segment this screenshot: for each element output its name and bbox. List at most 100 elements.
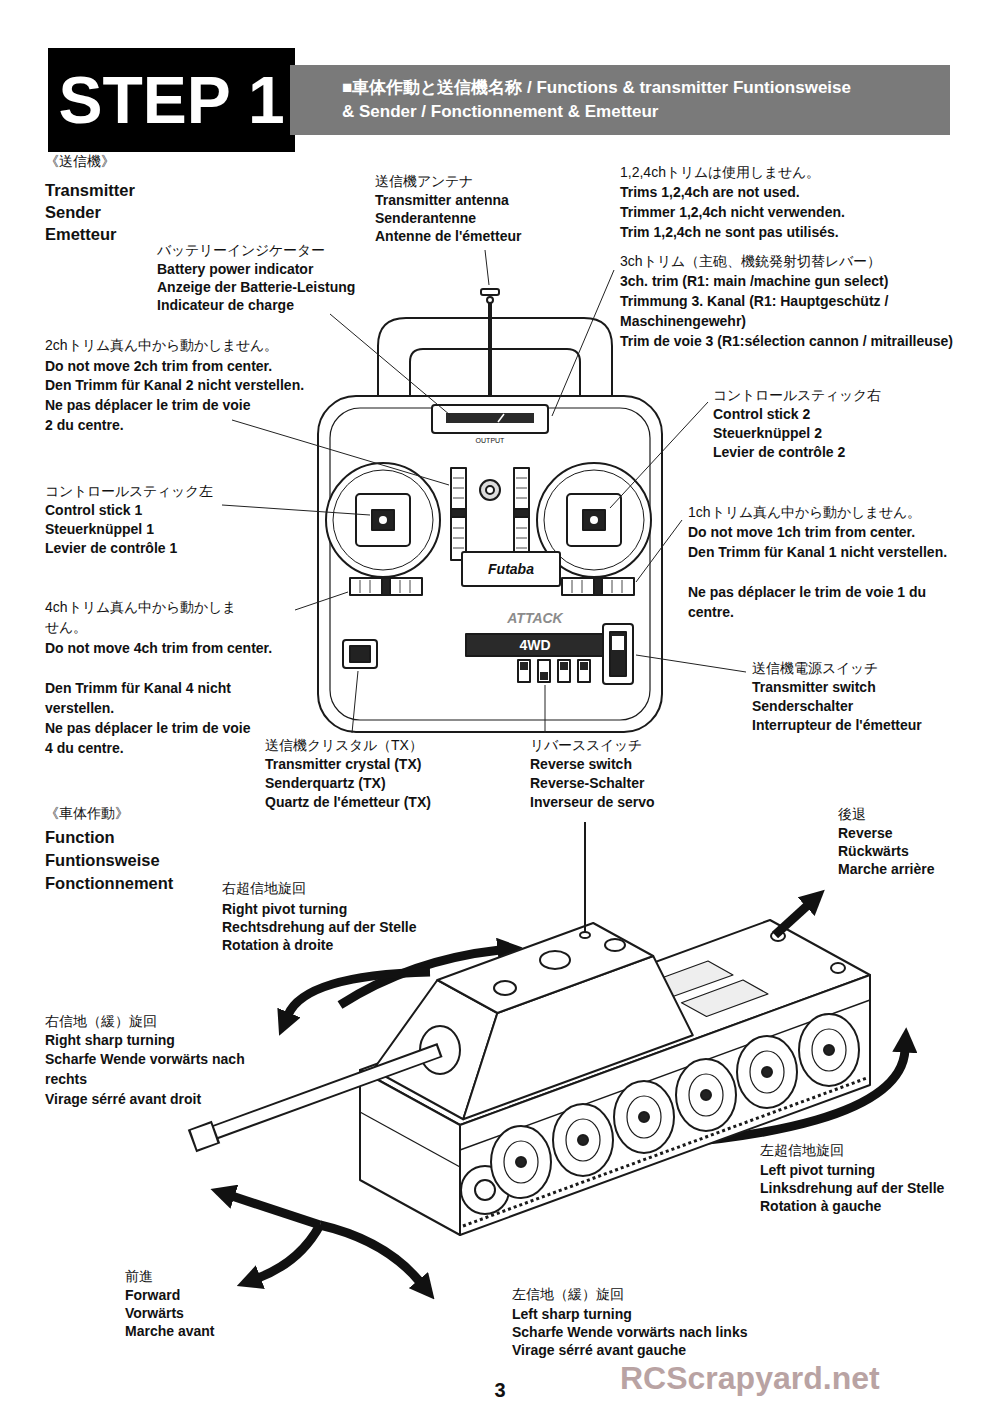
callout-text: バッテリーインジケーター	[157, 240, 392, 260]
road-wheel	[762, 1067, 772, 1077]
trim-lever	[350, 468, 634, 595]
callout-text: コントロールスティック右	[713, 385, 983, 405]
device-marking: OUTPUT	[460, 436, 520, 446]
transmitter-body	[318, 396, 662, 732]
leader-line	[232, 420, 449, 485]
drive-sprocket	[475, 1180, 495, 1200]
roof-hatch	[540, 951, 570, 969]
motion-arrow	[232, 1196, 320, 1225]
callout-text: 2chトリム真ん中から動かしません。	[45, 335, 335, 355]
road-wheel	[578, 1135, 588, 1145]
callout-text: Scharfe Wende vorwärts nach links	[512, 1322, 812, 1342]
callout-text: Ne pas déplacer le trim de voie 1 du cen…	[688, 582, 956, 622]
callout-text: Do not move 4ch trim from center.	[45, 638, 290, 658]
callout-text: Indicateur de charge	[157, 295, 392, 315]
control-stick	[590, 516, 598, 524]
callout-text: Right pivot turning	[222, 899, 472, 919]
callout-text: 後退	[838, 804, 993, 824]
callout-text: Forward	[125, 1285, 325, 1305]
road-wheel	[639, 1112, 649, 1122]
transmitter-illustration	[318, 289, 662, 732]
leader-line	[485, 250, 489, 285]
leader-line	[352, 671, 358, 733]
section-heading: Sender	[45, 201, 245, 223]
battery-indicator	[446, 413, 534, 423]
trim-lever	[350, 578, 422, 595]
section-heading: Function	[45, 826, 245, 848]
hull-front	[360, 1112, 460, 1167]
trim-lever	[514, 509, 529, 517]
muzzle-brake	[192, 1132, 216, 1141]
trim-lever	[562, 578, 634, 595]
exhaust	[831, 963, 845, 973]
device-marking: 4WD	[470, 636, 600, 654]
reverse-switch	[520, 662, 528, 670]
brand-plate	[462, 552, 560, 586]
road-wheel	[812, 1029, 846, 1071]
trim-lever	[451, 509, 466, 517]
motion-arrow	[320, 1225, 420, 1282]
callout-text: Senderquartz (TX)	[265, 773, 505, 793]
trim-lever	[514, 468, 529, 560]
road-wheel	[750, 1051, 784, 1093]
tank-antenna	[580, 932, 590, 938]
battery-indicator	[498, 414, 504, 422]
callout-text: 《送信機》	[45, 151, 245, 171]
road-wheel	[516, 1157, 526, 1167]
road-wheel	[737, 1036, 797, 1108]
road-wheel	[614, 1081, 674, 1153]
callout-text: Trims 1,2,4ch are not used.	[620, 182, 960, 202]
callout-text: Linksdrehung auf der Stelle	[760, 1178, 995, 1198]
step-number: STEP 1	[58, 67, 284, 133]
callout-text: 4chトリム真ん中から動かしません。	[45, 597, 240, 637]
reverse-switch	[540, 672, 548, 680]
motion-arrow	[775, 905, 808, 935]
power-switch	[610, 632, 626, 676]
callout-text: Do not move 2ch trim from center.	[45, 356, 335, 376]
reverse-switch	[518, 660, 590, 682]
section-heading: Transmitter	[45, 179, 245, 201]
callout-text: Control stick 1	[45, 500, 245, 520]
watermark: RCScrapyard.net	[620, 1359, 950, 1397]
callout-text: Vorwärts	[125, 1303, 325, 1323]
casemate-roof	[437, 923, 653, 1013]
callout-text: Trimmung 3. Kanal (R1: Hauptgeschütz / M…	[620, 291, 960, 331]
leader-line	[610, 402, 708, 508]
callout-text: 1chトリム真ん中から動かしません。	[688, 502, 983, 522]
control-stick	[379, 516, 387, 524]
road-wheel	[676, 1059, 736, 1131]
callout-text: Marche avant	[125, 1321, 325, 1341]
callout-text: Levier de contrôle 1	[45, 538, 245, 558]
callout-text: Transmitter crystal (TX)	[265, 754, 505, 774]
control-stick	[372, 510, 394, 530]
roof-hatch	[494, 981, 516, 995]
road-wheel	[627, 1096, 661, 1138]
callout-text: 送信機電源スイッチ	[752, 658, 992, 678]
callout-text: Transmitter antenna	[375, 190, 595, 210]
leader-line	[636, 520, 682, 582]
callout-text: Reverse-Schalter	[530, 773, 730, 793]
road-wheel	[491, 1126, 551, 1198]
reverse-switch	[538, 660, 550, 682]
callout-text: 送信機アンテナ	[375, 171, 595, 191]
callout-text: Senderantenne	[375, 208, 595, 228]
transmitter-antenna	[488, 300, 492, 404]
callout-text: Left pivot turning	[760, 1160, 995, 1180]
callout-text: Quartz de l'émetteur (TX)	[265, 792, 505, 812]
callout-text: Den Trimm für Kanal 4 nicht verstellen.	[45, 678, 290, 718]
road-wheel	[689, 1074, 723, 1116]
road-wheel	[701, 1090, 711, 1100]
transmitter-crystal	[343, 640, 377, 668]
power-switch	[603, 624, 633, 684]
callout-text: 3ch. trim (R1: main /machine gun select)	[620, 271, 960, 291]
section-heading: Fonctionnement	[45, 872, 245, 894]
callout-text: 左信地（緩）旋回	[512, 1284, 812, 1304]
control-stick	[583, 510, 605, 530]
callout-text: Trimmer 1,2,4ch nicht verwenden.	[620, 202, 960, 222]
transmitter-crystal	[350, 646, 370, 662]
callout-text: 右信地（緩）旋回	[45, 1011, 260, 1031]
callout-text: Rückwärts	[838, 841, 993, 861]
callout-text: 左超信地旋回	[760, 1140, 995, 1160]
callout-text: Steuerknüppel 2	[713, 423, 983, 443]
